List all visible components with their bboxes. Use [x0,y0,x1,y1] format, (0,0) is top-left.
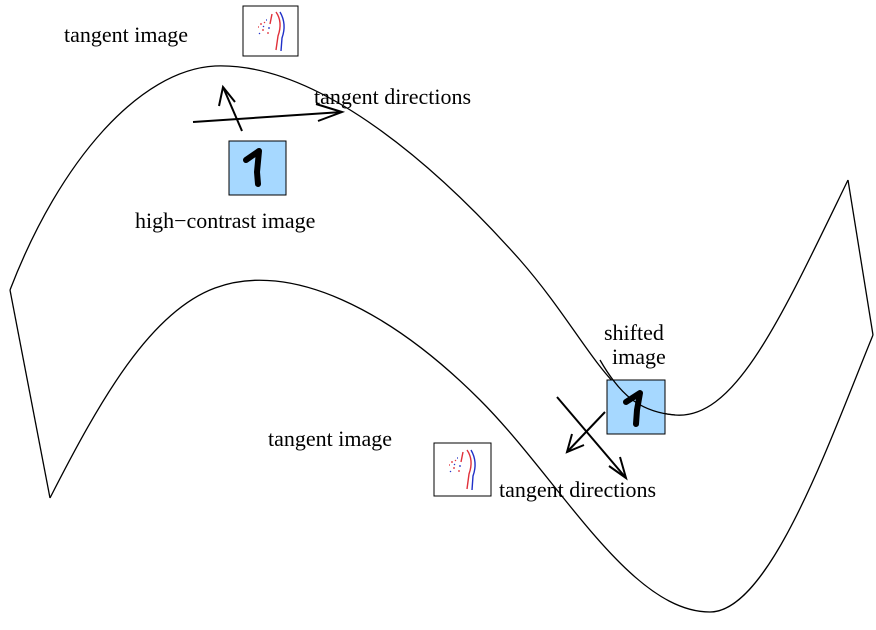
manifold-curve-over-image [599,359,676,416]
tangent-image-strokes [449,449,476,491]
tangent-image-label-top: tangent image [64,22,188,47]
manifold-right-edge [847,179,874,336]
shifted-image [606,379,666,435]
tangent-arrow-right [192,103,346,123]
tangent-arrow-down-right [556,396,628,481]
tangent-directions-label-top: tangent directions [314,84,471,109]
tangent-arrow-up [218,84,243,132]
manifold-left-edge [9,289,51,499]
shifted-image-label-line2: image [612,344,666,369]
bottom-tangent-image [433,442,492,497]
tangent-directions-label-bottom: tangent directions [499,477,656,502]
tangent-image-strokes [258,11,285,52]
tangent-image-label-bottom: tangent image [268,426,392,451]
manifold-bottom-curve [49,279,874,613]
top-tangent-image [242,5,299,57]
high-contrast-image-label: high−contrast image [135,208,315,233]
manifold-top-curve [9,65,849,416]
high-contrast-image [228,140,287,196]
manifold-surface [9,65,874,613]
shifted-image-label-line1: shifted [604,320,664,345]
tangent-arrow-down-left [565,411,606,454]
